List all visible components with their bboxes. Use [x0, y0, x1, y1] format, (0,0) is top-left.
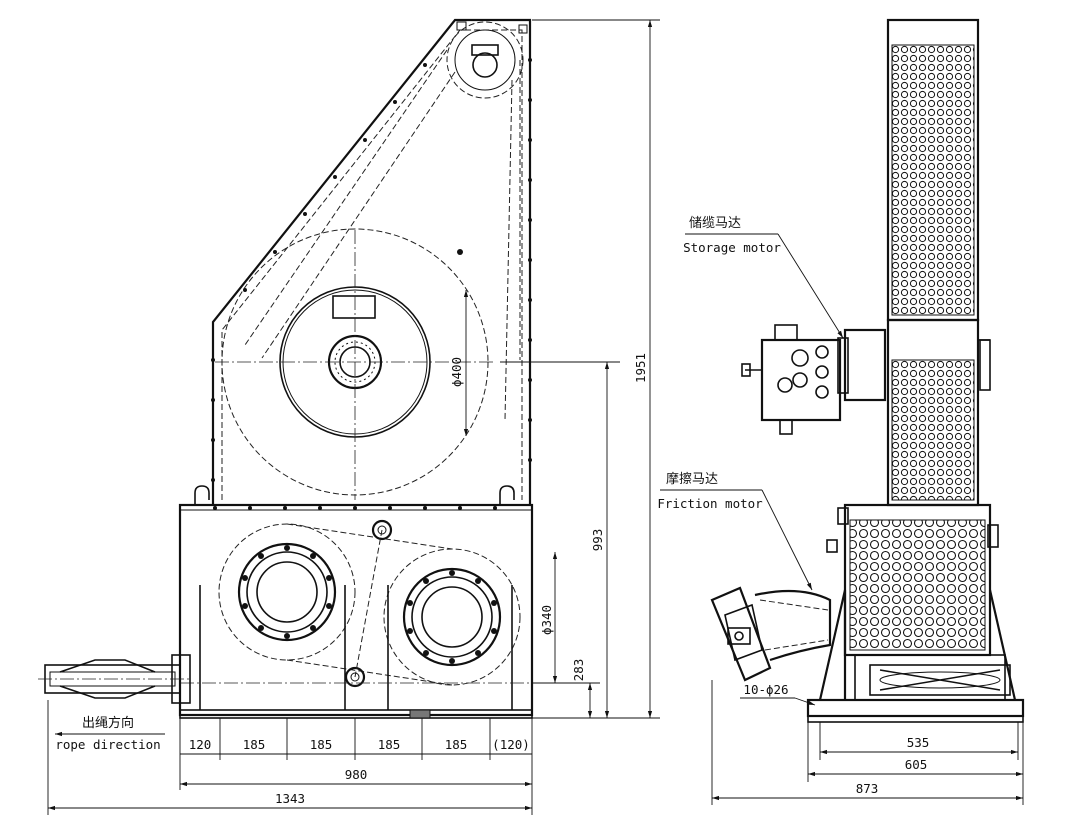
side-dimensions: 535 605 873 — [711, 680, 1024, 805]
dim-873: 873 — [856, 781, 879, 796]
dim-seg-5: 185 — [445, 737, 468, 752]
dim-seg-6: (120) — [492, 737, 530, 752]
storage-motor-en: Storage motor — [683, 240, 781, 255]
holes-label: 10-ϕ26 — [743, 682, 788, 697]
side-view — [710, 18, 1025, 723]
rope-direction-cn: 出绳方向 — [82, 715, 134, 731]
storage-drum — [215, 228, 495, 500]
dim-993: 993 — [590, 529, 605, 552]
rope-direction-en: rope direction — [55, 737, 160, 752]
friction-drum-1 — [218, 523, 356, 661]
dim-605: 605 — [905, 757, 928, 772]
friction-motor-en: Friction motor — [657, 496, 763, 511]
dim-seg-1: 120 — [189, 737, 212, 752]
front-dimensions: ϕ400 ϕ340 283 993 1951 120 185 185 185 1… — [47, 19, 660, 815]
dim-seg-3: 185 — [310, 737, 333, 752]
dim-283: 283 — [571, 659, 586, 682]
friction-motor — [710, 586, 832, 682]
dim-1343: 1343 — [275, 791, 305, 806]
dim-seg-4: 185 — [378, 737, 401, 752]
friction-motor-cn: 摩擦马达 — [666, 471, 718, 487]
rope-direction-label: 出绳方向 rope direction — [55, 715, 165, 752]
dim-d340: ϕ340 — [539, 605, 554, 635]
storage-motor — [741, 324, 887, 435]
side-labels: 储缆马达 Storage motor 摩擦马达 Friction motor 1… — [657, 215, 844, 706]
storage-motor-cn: 储缆马达 — [689, 215, 741, 231]
gearbox — [178, 503, 534, 717]
friction-drum-2 — [383, 548, 521, 686]
dim-d400: ϕ400 — [449, 357, 464, 387]
dim-1951: 1951 — [633, 353, 648, 383]
dim-980: 980 — [345, 767, 368, 782]
housing-bolts — [211, 58, 532, 482]
front-view — [38, 18, 534, 719]
dim-535: 535 — [907, 735, 930, 750]
top-sheave — [446, 21, 528, 99]
dim-seg-2: 185 — [243, 737, 266, 752]
